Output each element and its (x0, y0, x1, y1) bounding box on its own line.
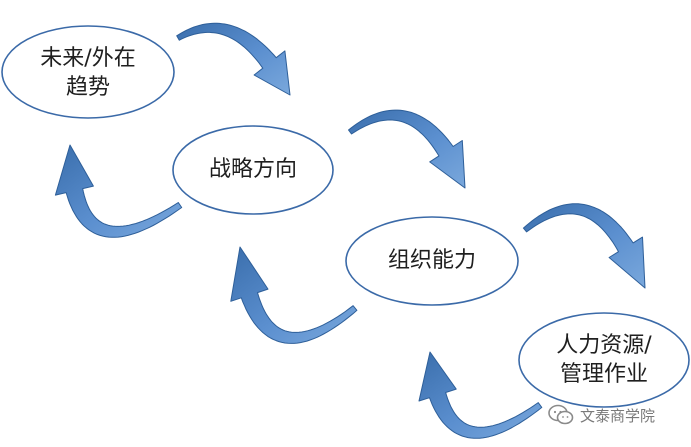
node-label-line: 组织能力 (387, 248, 476, 273)
arrow-strategy-to-capability (348, 109, 466, 189)
wechat-icon (548, 404, 574, 425)
node-label-future-trends: 未来/外在 趋势 (28, 44, 148, 102)
arrow-future-to-strategy (176, 22, 291, 96)
arrow-capability-to-strategy (230, 246, 358, 344)
node-label-line: 未来/外在 (40, 46, 136, 71)
node-ellipse-hr-management (518, 312, 690, 408)
node-label-hr-management: 人力资源/ 管理作业 (539, 331, 669, 389)
arrow-hr-to-capability (418, 351, 543, 439)
node-label-line: 趋势 (65, 75, 110, 100)
arrow-strategy-to-future (54, 144, 183, 238)
watermark-text: 文泰商学院 (580, 406, 656, 425)
node-label-line: 管理作业 (559, 362, 648, 387)
node-ellipse-org-capability (345, 216, 519, 306)
watermark: 文泰商学院 (548, 404, 655, 426)
node-ellipse-strategic-direction (172, 125, 334, 215)
node-label-line: 人力资源/ (556, 333, 652, 358)
node-ellipse-future-trends (1, 25, 175, 119)
node-label-line: 战略方向 (208, 157, 297, 182)
node-label-org-capability: 组织能力 (372, 246, 492, 275)
arrow-capability-to-hr (522, 203, 646, 289)
node-label-strategic-direction: 战略方向 (193, 155, 313, 184)
